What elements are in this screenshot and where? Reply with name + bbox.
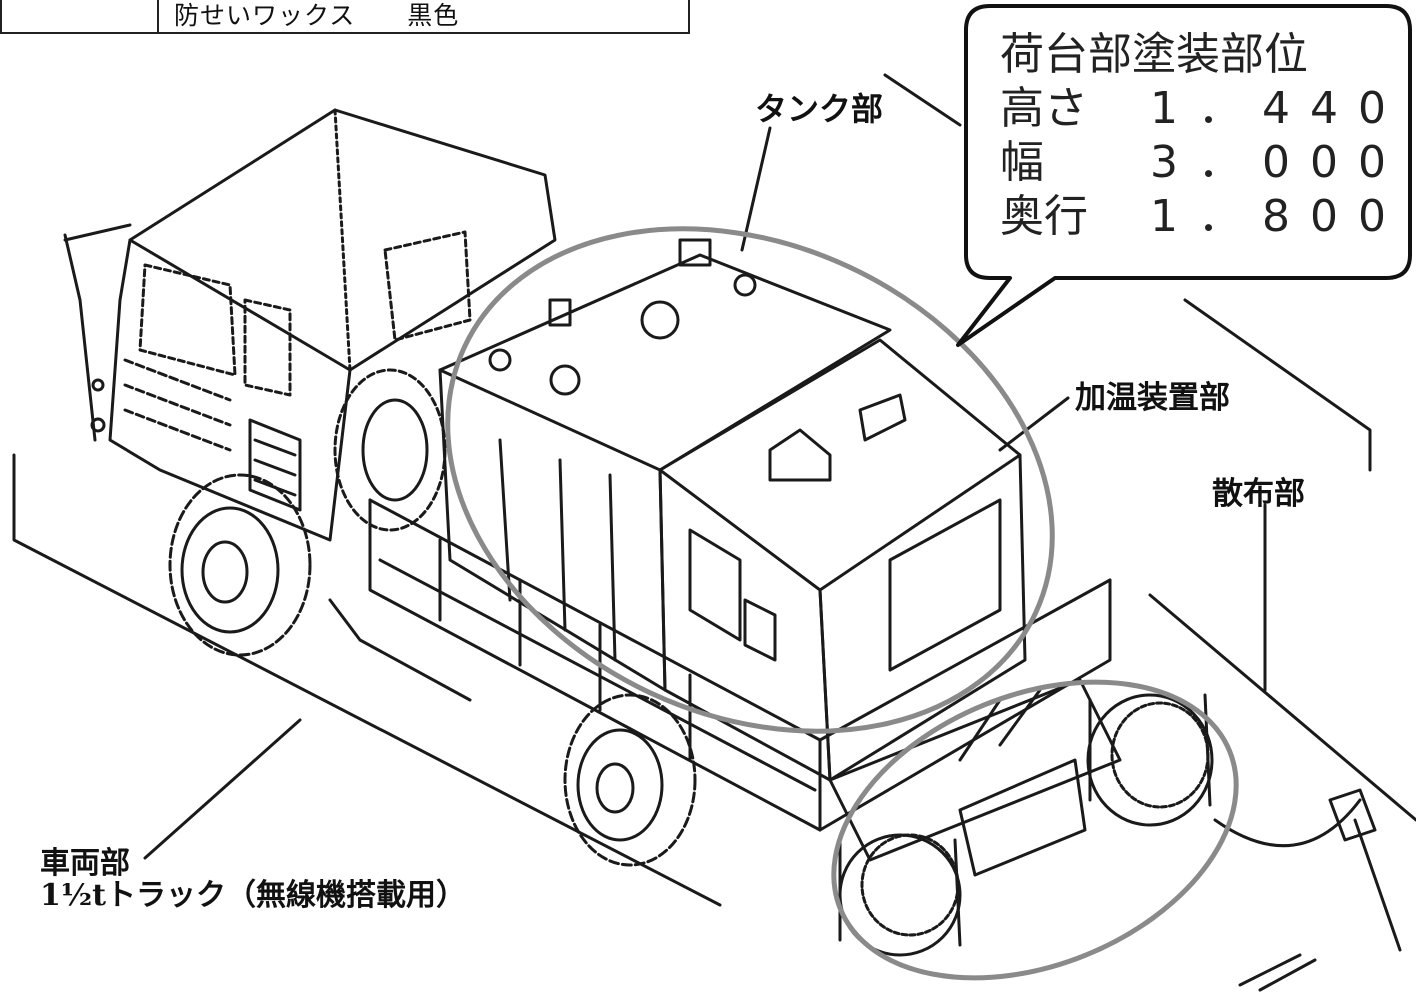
spare-wheel — [333, 368, 447, 532]
heater-label: 加温装置部 — [1075, 380, 1230, 416]
callout-row-depth: 奥行 1．800 — [1000, 190, 1406, 244]
spray-gun — [1213, 788, 1402, 992]
heater-leader — [998, 396, 1070, 452]
callout-title: 荷台部塗装部位 — [1000, 29, 1308, 80]
ground-back-line — [883, 73, 962, 127]
ground-back-edge — [1183, 298, 1372, 472]
tank-heater-highlight — [445, 226, 1055, 734]
spec-table-cell: 防せいワックス 黒色 — [174, 1, 460, 30]
ground-right-edge — [1148, 593, 1416, 822]
height-label: 高さ — [1000, 83, 1088, 134]
width-label: 幅 — [1000, 137, 1044, 188]
front-wheel — [168, 473, 312, 657]
vehicle-leader — [143, 718, 302, 860]
cargo-bed — [328, 498, 1112, 832]
rear-wheel — [563, 693, 697, 867]
vehicle-sublabel: 1½tトラック（無線機搭載用） — [40, 878, 467, 913]
callout-bubble — [956, 4, 1412, 347]
depth-value: 1．800 — [1150, 191, 1406, 242]
callout-row-height: 高さ 1．440 — [1000, 82, 1406, 136]
callout-content: 荷台部塗装部位 高さ 1．440 幅 3．000 奥行 1．800 — [1000, 28, 1406, 244]
sprayer-unit — [828, 678, 1122, 877]
sprayer-highlight — [831, 679, 1239, 981]
tank-label: タンク部 — [755, 90, 884, 128]
spec-table: 防せいワックス 黒色 — [0, 0, 690, 34]
hose-reel-left — [838, 833, 962, 957]
sprayer-label: 散布部 — [1212, 476, 1305, 512]
vehicle-label: 車両部 — [40, 846, 130, 881]
height-value: 1．440 — [1150, 83, 1406, 134]
tank-leader — [740, 126, 772, 252]
heater-unit — [658, 338, 1027, 782]
depth-label: 奥行 — [1000, 191, 1088, 242]
width-value: 3．000 — [1150, 137, 1406, 188]
table-divider — [157, 0, 159, 32]
hose-reel-right — [1086, 693, 1214, 827]
callout-row-width: 幅 3．000 — [1000, 136, 1406, 190]
cab — [63, 108, 557, 542]
ground-outline — [12, 453, 722, 907]
